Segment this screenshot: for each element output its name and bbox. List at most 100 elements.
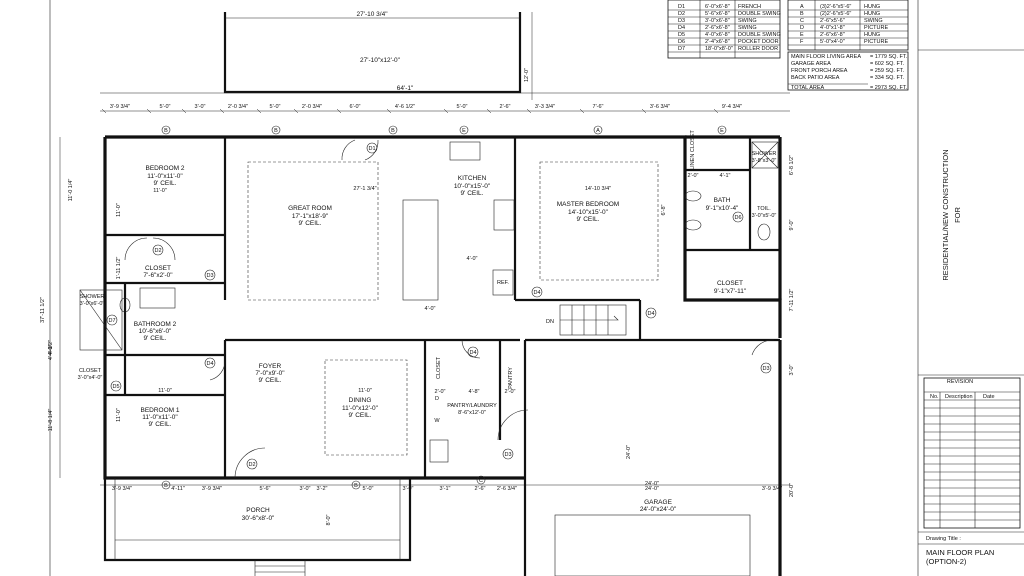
rev-col-date: Date (983, 394, 995, 400)
dining-width-dim: 11'-0" (358, 388, 372, 394)
dining-ceil: 9' CEIL. (349, 412, 372, 419)
right-dim-label: 7'-11 1/2" (789, 289, 795, 312)
window-schedule-tag: B (800, 11, 804, 17)
bedroom2-name: BEDROOM 2 (145, 165, 184, 172)
bottom-dim-label: 3'-0" (403, 486, 414, 492)
pl-b-dim: 4'-8" (469, 389, 480, 395)
area-value: = 2973 SQ. FT. (870, 85, 908, 91)
door-schedule-size: 3'-0"x6'-8" (705, 18, 730, 24)
pl-c-dim: 2'-0" (505, 389, 516, 395)
shower-m-size: 3'-8"x3'-0" (752, 158, 777, 164)
left-dim-label: 11'-0 1/4" (68, 179, 74, 202)
window-tag-circle (271, 125, 281, 135)
window-tag-circle (459, 125, 469, 135)
dim-tick (641, 108, 647, 114)
bath-name: BATH (714, 197, 731, 204)
window-schedule-tag: A (800, 4, 804, 10)
door-tag-label: D7 (108, 318, 115, 324)
door-tag-label: D2 (248, 462, 255, 468)
pantry-laundry-name: PANTRY/LAUNDRY (447, 403, 497, 409)
kitchen-sink (449, 141, 481, 161)
kitchen-ceil: 9' CEIL. (461, 190, 484, 197)
bath-h-dim: 2'-0" (688, 173, 699, 179)
door-tag-label: D3 (206, 273, 213, 279)
foyer-name: FOYER (259, 363, 282, 370)
dining-name: DINING (349, 397, 372, 404)
area-label: MAIN FLOOR LIVING AREA (791, 54, 861, 60)
window-schedule-tag: F (800, 39, 804, 45)
area-table: MAIN FLOOR LIVING AREA= 1779 SQ. FT.GARA… (787, 51, 909, 91)
window-schedule-size: 2'-6"x6'-8" (820, 32, 845, 38)
bottom-dim-label: 3'-9 3/4" (762, 486, 782, 492)
top-dim-label: 2'-0 3/4" (302, 104, 322, 110)
washer-mark: W (434, 418, 440, 424)
door-tag-circle (467, 346, 479, 358)
garage-width-dim: 24'-0" (645, 481, 659, 487)
door-tag-circle (110, 380, 122, 392)
window-schedule-type: HUNG (864, 4, 880, 10)
door-schedule-size: 5'-6"x6'-8" (705, 11, 730, 17)
window-schedule-tag: E (800, 32, 804, 38)
window-tag-label: B (354, 483, 358, 489)
bottom-dim-label: 3'-0" (300, 486, 311, 492)
area-value: = 602 SQ. FT. (870, 61, 905, 67)
window-tag-circle (388, 125, 398, 135)
window-schedule-type: PICTURE (864, 39, 888, 45)
door-tag-label: D2 (154, 248, 161, 254)
great-room-name: GREAT ROOM (288, 205, 332, 212)
top-dim-label: 2'-0 3/4" (228, 104, 248, 110)
great-room-size: 17'-1"x18'-9" (292, 213, 329, 220)
door-schedule-tag: D5 (678, 32, 685, 38)
window-schedule-type: HUNG (864, 11, 880, 17)
master-ceil: 9' CEIL. (577, 216, 600, 223)
pantry-laundry-size: 8'-6"x12'-0" (458, 410, 486, 416)
bottom-dim-label: 3'-9 3/4" (112, 486, 132, 492)
door-tag-label: D4 (206, 361, 213, 367)
rev-col-no: No. (930, 394, 939, 400)
porch-size: 30'-6"x8'-0" (242, 515, 275, 522)
window-tag-circle (161, 125, 171, 135)
door-tag-label: D4 (533, 290, 540, 296)
left-dim-label: 4'-4 1/2" (48, 340, 54, 360)
top-dim-label: 7'-6" (593, 104, 604, 110)
window-schedule-size: (3)2'-6"x5'-6" (820, 4, 851, 10)
closet-b1-name: CLOSET (79, 368, 102, 374)
door-tag-label: D3 (762, 366, 769, 372)
door-tag-label: D4 (647, 311, 654, 317)
door-tag-circle (645, 307, 657, 319)
top-dim-label: 5'-0" (457, 104, 468, 110)
bedroom1-ceil: 9' CEIL. (149, 421, 172, 428)
closet-b1-size: 3'-0"x4'-0" (78, 375, 103, 381)
stairs (559, 304, 627, 336)
kitchen-name: KITCHEN (458, 175, 487, 182)
shower-b2-size: 3'-0"x6'-0" (80, 301, 105, 307)
deck-top-dim: 27'-10 3/4" (356, 11, 388, 18)
window-tag-label: B (391, 128, 395, 134)
bedroom2-size: 11'-0"x11'-0" (147, 173, 183, 180)
pantry-name: PANTRY (508, 367, 514, 389)
master-size: 14'-10"x15'-0" (568, 209, 609, 216)
dining-size: 11'-0"x12'-0" (342, 405, 379, 412)
door-tag-circle (106, 314, 118, 326)
gr-width-dim: 27'-1 3/4" (353, 186, 376, 192)
window-schedule-size: 4'-0"x1'-8" (820, 25, 845, 31)
porch (103, 478, 412, 576)
dim-tick (101, 108, 107, 114)
linen-closet-label: LINEN CLOSET (690, 129, 696, 169)
b2-width-dim: 11'-0" (153, 188, 167, 194)
top-dim-label: 4'-6 1/2" (395, 104, 415, 110)
bedroom1-size: 11'-0"x11'-0" (142, 414, 178, 421)
door-tag-label: D5 (112, 384, 119, 390)
bath2-name: BATHROOM 2 (134, 321, 177, 328)
left-dim-label: 11'-0" (116, 203, 122, 217)
top-dim-label: 2'-6" (500, 104, 511, 110)
bottom-dim-label: 3'-1" (440, 486, 451, 492)
door-tag-circle (204, 269, 216, 281)
window-schedule-tag: C (800, 18, 804, 24)
top-dimension-row: 3'-9 3/4"5'-0"3'-0"2'-0 3/4"5'-0"2'-0 3/… (101, 104, 742, 114)
closet-m-name: CLOSET (717, 280, 743, 287)
left-dim-label: 11'-0" (116, 408, 122, 422)
